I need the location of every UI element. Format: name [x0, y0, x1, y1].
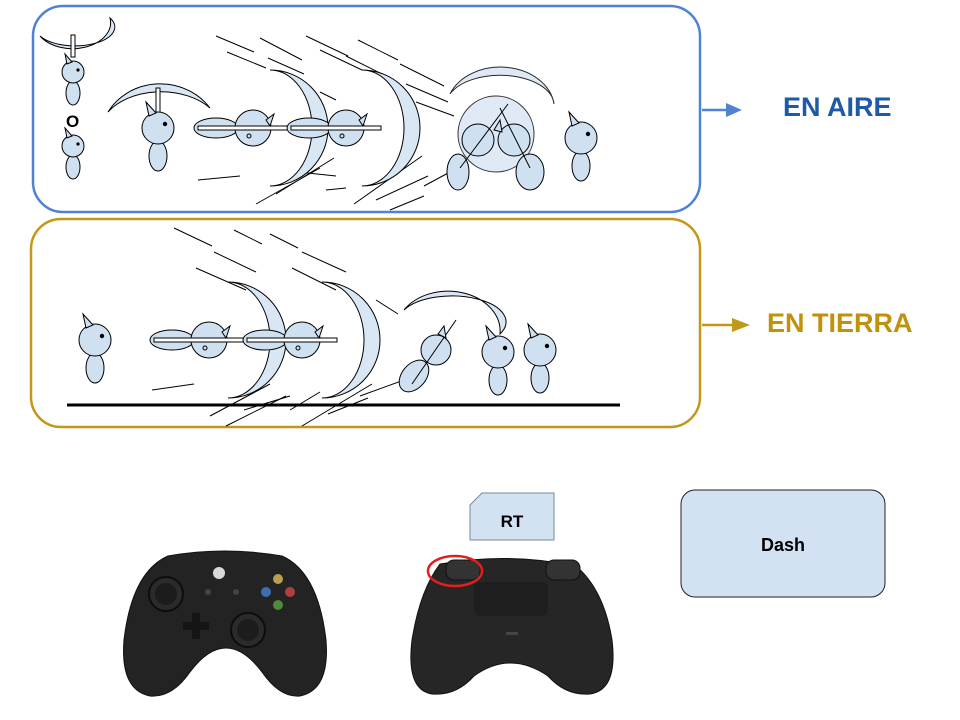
- xbox-controller-front-icon: [123, 550, 327, 697]
- ground-speed-lines: [151, 227, 405, 427]
- air-spin-cluster: [446, 66, 555, 191]
- air-figure-1: [39, 16, 116, 180]
- air-speed-lines: [197, 35, 455, 211]
- xbox-logo-icon: [213, 567, 225, 579]
- trigger-highlight-circle: [426, 554, 484, 588]
- rt-key-shape: [469, 492, 555, 541]
- rt-trigger-icon: [445, 559, 481, 581]
- ground-spin-figure: [398, 290, 507, 393]
- or-text: O: [66, 112, 80, 131]
- air-mode-label: EN AIRE: [783, 92, 892, 122]
- dash-button-label: Dash: [760, 535, 805, 555]
- air-figure-2: [107, 83, 211, 172]
- ground-mode-label: EN TIERRA: [767, 308, 913, 338]
- rt-button-label: RT: [500, 512, 524, 531]
- ground-panel: [29, 217, 702, 429]
- air-panel: [31, 4, 702, 214]
- xbox-controller-back-icon: [410, 554, 614, 695]
- air-arrow: [702, 103, 742, 117]
- dash-button-shape: [680, 489, 886, 598]
- ground-arrow: [702, 318, 750, 332]
